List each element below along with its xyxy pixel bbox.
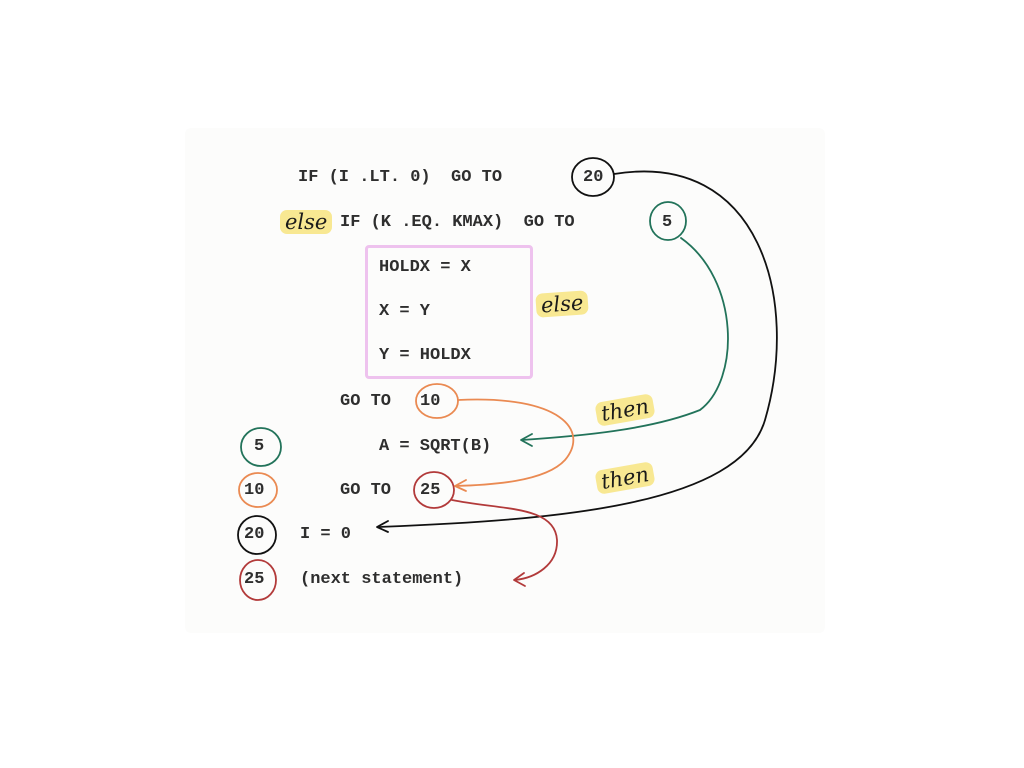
arrowhead-10 <box>454 479 467 492</box>
else-block-box <box>365 245 533 379</box>
x-eq-y-statement: X = Y <box>379 302 431 321</box>
circle-label-10 <box>238 472 278 508</box>
arrow-25-to-line-25 <box>451 499 558 581</box>
arrowhead-20 <box>376 520 389 533</box>
arrowhead-5 <box>520 433 533 447</box>
sqrt-statement: A = SQRT(B) <box>379 437 492 456</box>
i-eq-0-statement: I = 0 <box>300 525 352 544</box>
if-eq-statement: IF (K .EQ. KMAX) GO TO <box>340 213 575 232</box>
line-label-25: 25 <box>244 570 265 589</box>
y-eq-holdx-statement: Y = HOLDX <box>379 346 471 365</box>
arrow-20-to-line-20 <box>377 170 778 528</box>
goto-target-10: 10 <box>420 392 441 411</box>
goto-target-20: 20 <box>583 168 604 187</box>
circle-label-5 <box>240 427 282 467</box>
goto-10-statement: GO TO <box>340 392 392 411</box>
else-annotation-1: else <box>280 210 333 234</box>
line-label-10: 10 <box>244 481 265 500</box>
arrowhead-25 <box>513 572 526 587</box>
arrow-10-to-line-10 <box>454 398 575 487</box>
goto-target-5: 5 <box>662 213 673 232</box>
circle-25-top <box>413 471 455 509</box>
circle-10-top <box>415 383 459 419</box>
if-lt-statement: IF (I .LT. 0) GO TO <box>298 168 503 187</box>
circle-label-25 <box>239 559 277 601</box>
holdx-statement: HOLDX = X <box>379 258 471 277</box>
line-label-20: 20 <box>244 525 265 544</box>
goto-25-statement: GO TO <box>340 481 392 500</box>
circle-20-top <box>571 157 615 197</box>
circle-5-top <box>649 201 687 241</box>
next-statement: (next statement) <box>300 570 464 589</box>
goto-target-25: 25 <box>420 481 441 500</box>
circle-label-20 <box>237 515 277 555</box>
arrow-5-to-line-5 <box>521 237 729 441</box>
line-label-5: 5 <box>254 437 265 456</box>
